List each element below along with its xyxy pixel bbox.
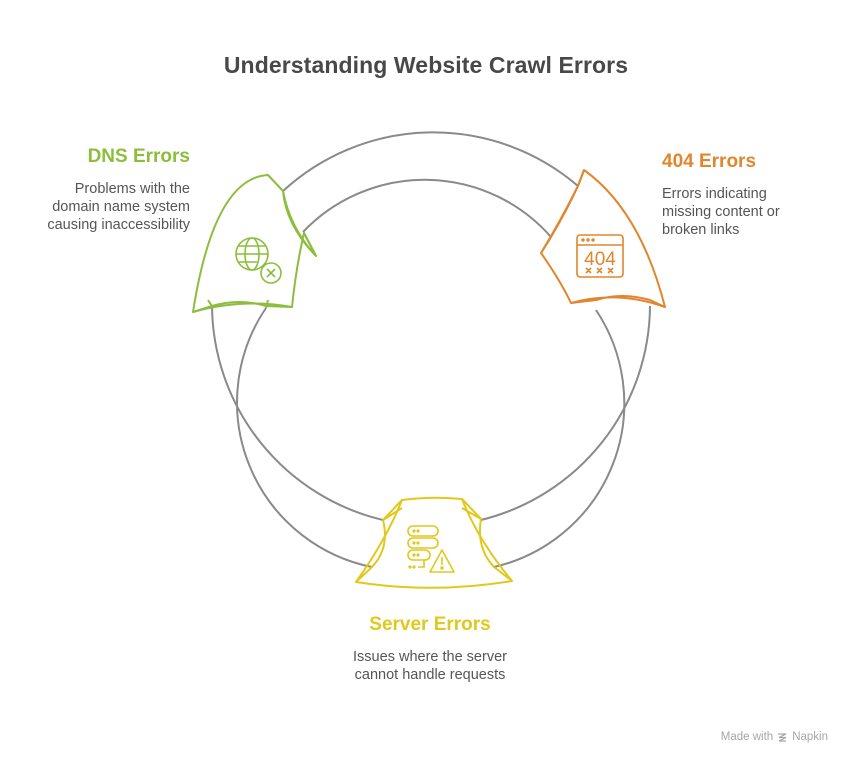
napkin-brand-text: Napkin bbox=[792, 731, 828, 743]
icon-404-text: 404 bbox=[584, 249, 616, 270]
dns-arrow-shape bbox=[192, 174, 317, 313]
server-arrow-inner-edge bbox=[355, 498, 513, 583]
server-arrow-shape bbox=[355, 496, 513, 589]
dns-tail-edge bbox=[192, 299, 293, 313]
dns-description: Problems with the domain name system cau… bbox=[47, 181, 190, 233]
dns-heading: DNS Errors bbox=[87, 146, 190, 167]
server-warning-icon bbox=[407, 525, 455, 573]
ring-arc-right-inner bbox=[493, 309, 626, 568]
diagram-title: Understanding Website Crawl Errors bbox=[223, 52, 629, 78]
dns-arrow-inner-edge bbox=[267, 174, 317, 257]
browser-404-icon: 404 bbox=[576, 234, 624, 278]
ring-arc-left-inner bbox=[236, 307, 373, 568]
dns-label: DNS Errors Problems with the domain name… bbox=[40, 146, 190, 234]
made-with-text: Made with bbox=[720, 731, 774, 743]
e404-head-edge bbox=[570, 296, 666, 308]
ring-arc-right-outer bbox=[480, 305, 651, 521]
ring-arc-top-outer bbox=[282, 131, 579, 192]
e404-arrow-inner-edge bbox=[540, 169, 585, 254]
e404-label: 404 Errors Errors indicating missing con… bbox=[662, 151, 812, 239]
napkin-logo-icon bbox=[778, 732, 787, 742]
e404-heading: 404 Errors bbox=[662, 151, 757, 172]
e404-description: Errors indicating missing content or bro… bbox=[662, 186, 780, 238]
server-heading: Server Errors bbox=[369, 614, 491, 635]
server-description: Issues where the server cannot handle re… bbox=[353, 649, 507, 683]
e404-arrow-shape bbox=[540, 169, 666, 308]
ring-arc-left-outer bbox=[211, 305, 384, 521]
e404-segment[interactable] bbox=[540, 169, 666, 308]
ring bbox=[211, 131, 651, 568]
ring-arc-top-inner bbox=[302, 178, 552, 238]
dns-segment[interactable] bbox=[192, 174, 317, 313]
globe-error-icon bbox=[235, 237, 282, 284]
server-segment[interactable] bbox=[355, 496, 513, 589]
footer-watermark[interactable]: Made with Napkin bbox=[721, 731, 828, 743]
server-label: Server Errors Issues where the server ca… bbox=[330, 614, 530, 684]
